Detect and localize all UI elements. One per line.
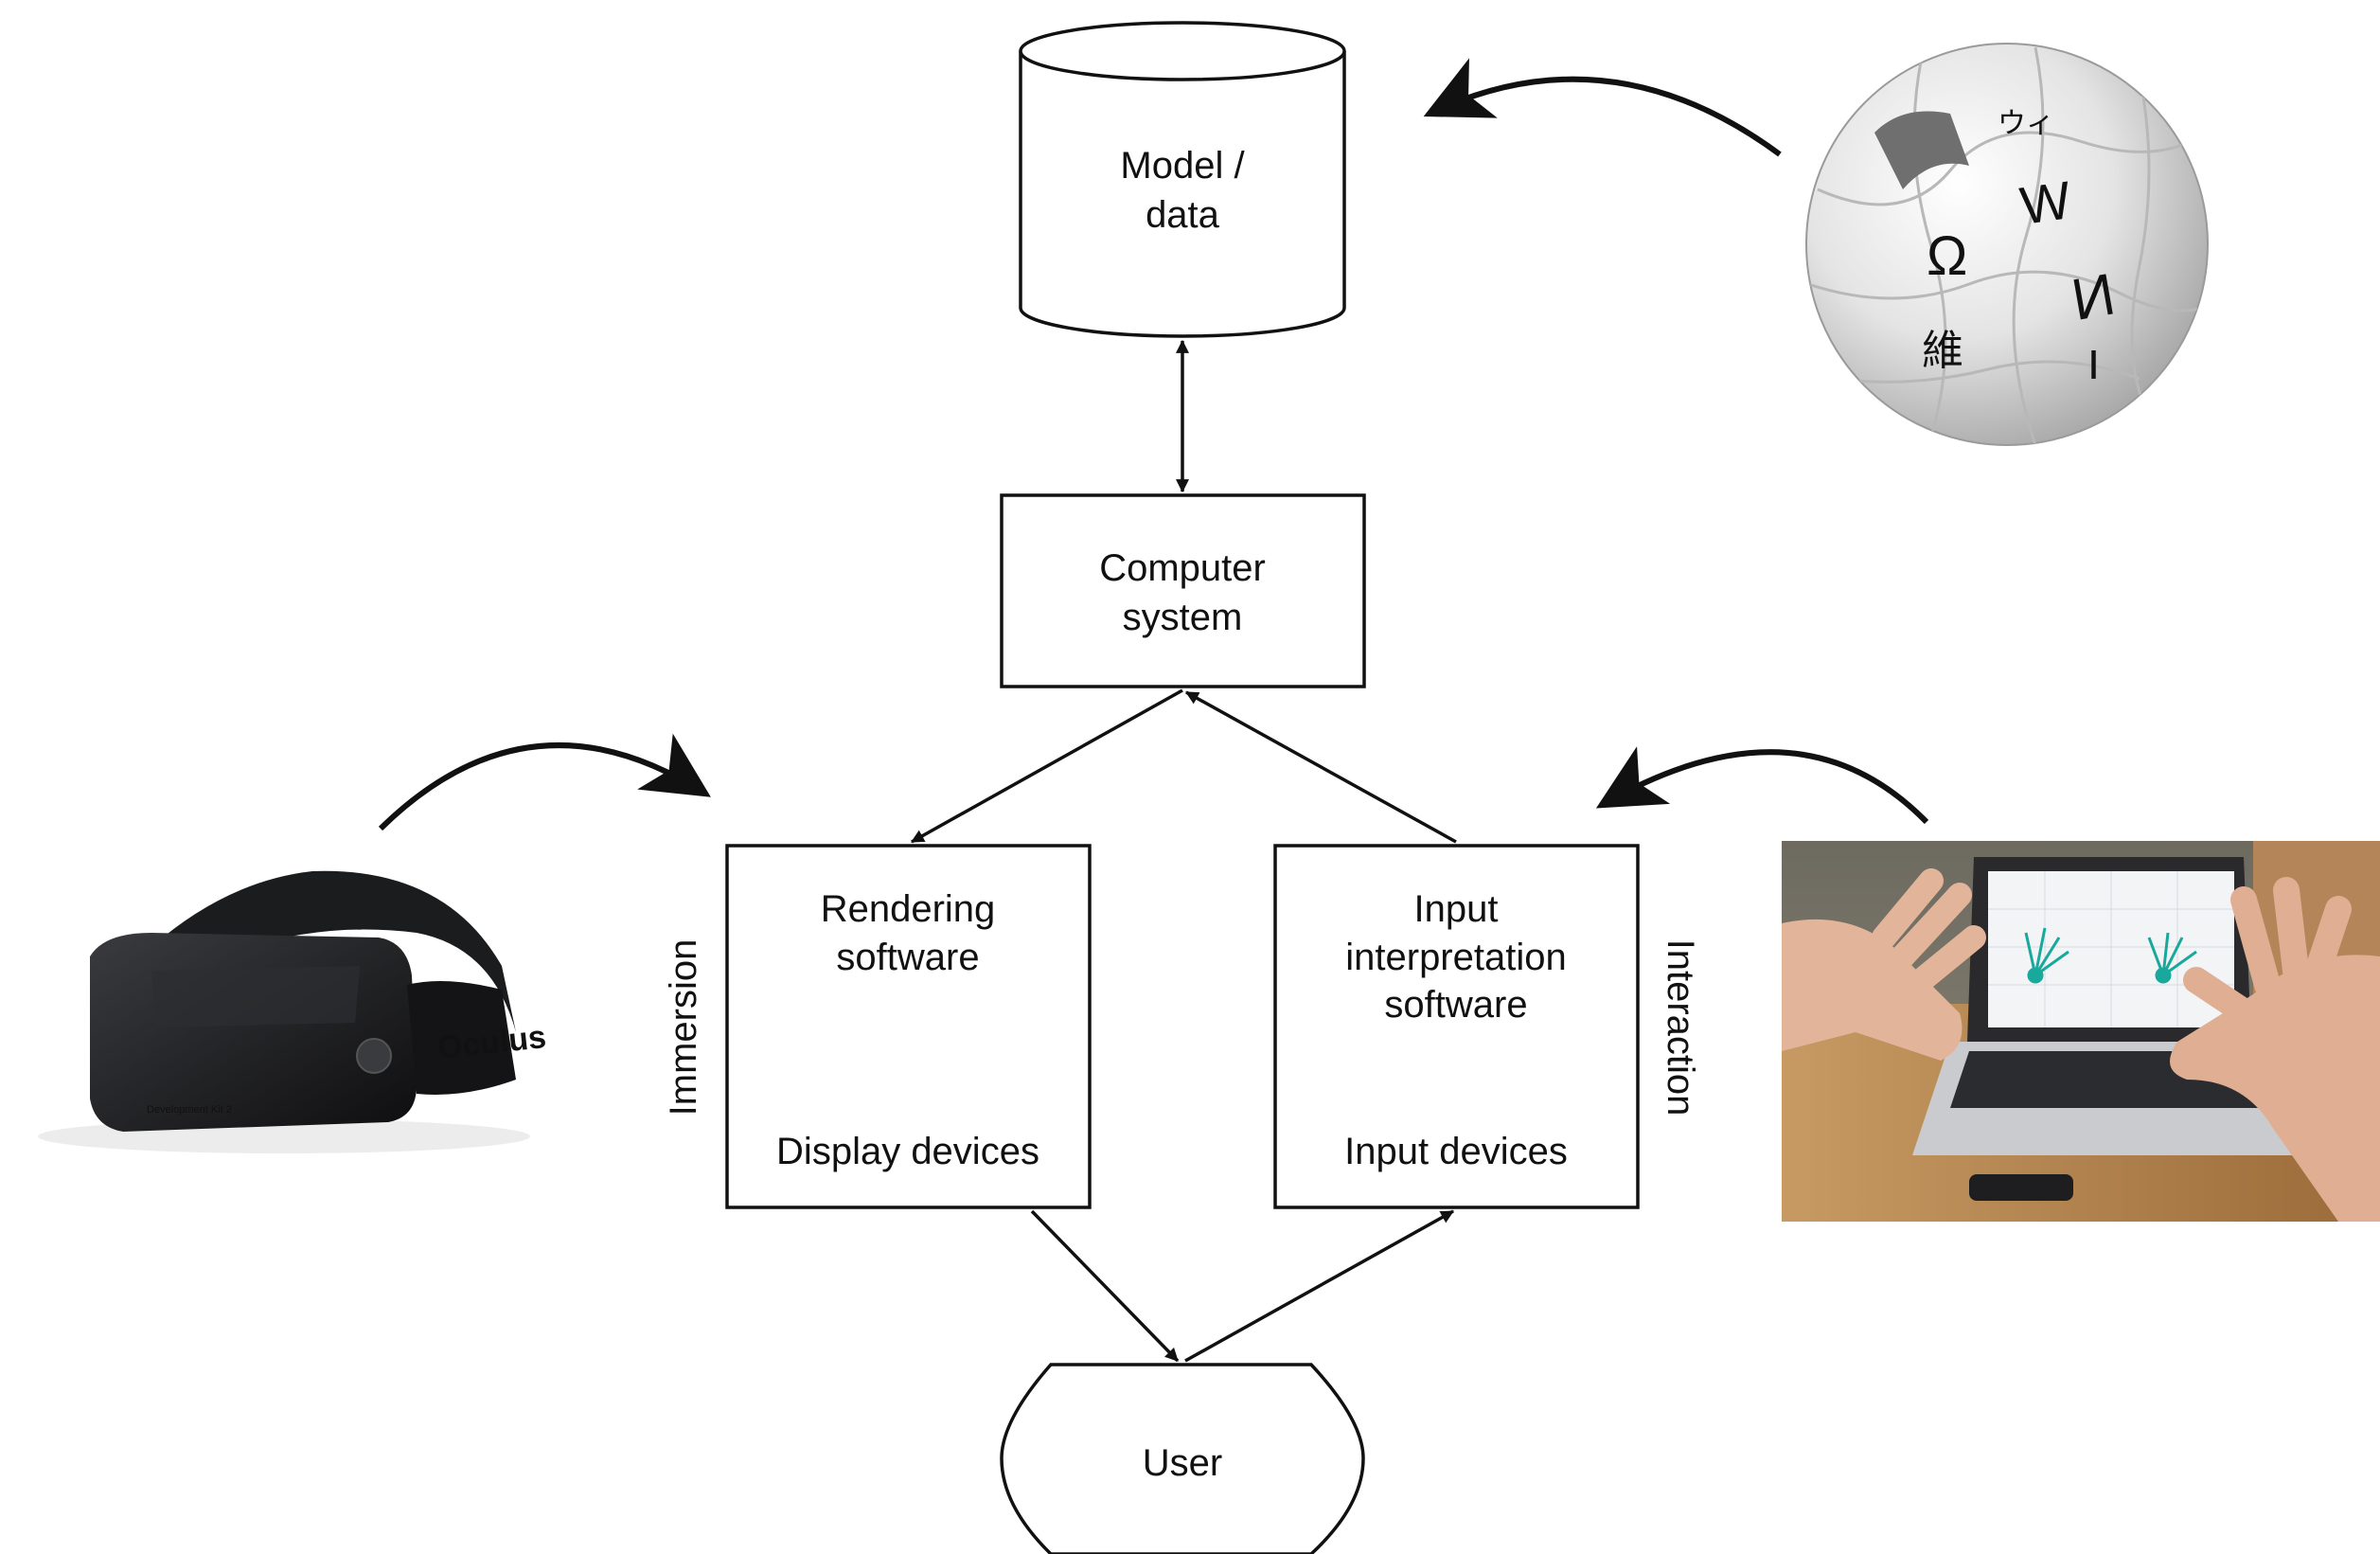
display-devices-label: Display devices <box>776 1131 1039 1172</box>
user-node: User <box>1000 1363 1365 1554</box>
model-data-node: Model / data <box>1019 21 1346 338</box>
rendering-to-user-arrow <box>1030 1209 1180 1363</box>
input-interpretation-node: Input interpretation software Input devi… <box>1273 844 1640 1209</box>
model-label-line1: Model / <box>1120 145 1245 187</box>
rendering-label-line1: Rendering <box>821 888 996 930</box>
computer-label-line2: system <box>1123 597 1243 638</box>
rendering-label-line2: software <box>836 937 979 978</box>
model-label-line2: data <box>1146 194 1220 236</box>
wiki-glyph-wei: 維 <box>1922 328 1963 374</box>
vr-headset-icon: Oculus Development Kit 2 <box>38 870 548 1153</box>
wiki-glyph-wi: ウィ <box>1998 108 2054 139</box>
input-label-line1: Input <box>1414 888 1499 930</box>
input-devices-label: Input devices <box>1344 1131 1568 1172</box>
computer-label-line1: Computer <box>1099 547 1266 589</box>
photo-to-input-arrow <box>1595 746 1929 825</box>
computer-system-node: Computer system <box>1000 493 1366 688</box>
wikipedia-globe-icon: Ω W И 維 ウィ ו <box>1805 43 2209 446</box>
interaction-label: Interaction <box>1660 939 1701 1116</box>
wiki-glyph-w: W <box>2016 170 2074 236</box>
headset-to-rendering-arrow <box>378 733 711 831</box>
input-label-line3: software <box>1384 984 1527 1026</box>
input-to-computer-arrow <box>1184 690 1457 844</box>
wiki-glyph-omega: Ω <box>1927 225 1967 287</box>
user-label: User <box>1143 1442 1222 1484</box>
rendering-software-node: Rendering software Display devices <box>725 844 1092 1209</box>
headset-caption: Development Kit 2 <box>147 1104 232 1116</box>
computer-to-rendering-arrow <box>910 688 1183 844</box>
user-to-input-arrow <box>1184 1209 1455 1363</box>
immersion-label: Immersion <box>663 939 704 1116</box>
input-label-line2: interpretation <box>1345 937 1566 978</box>
wiki-to-model-arrow <box>1423 58 1782 157</box>
wiki-glyph-vav: ו <box>2087 336 2100 389</box>
hand-tracking-photo <box>1782 841 2380 1222</box>
